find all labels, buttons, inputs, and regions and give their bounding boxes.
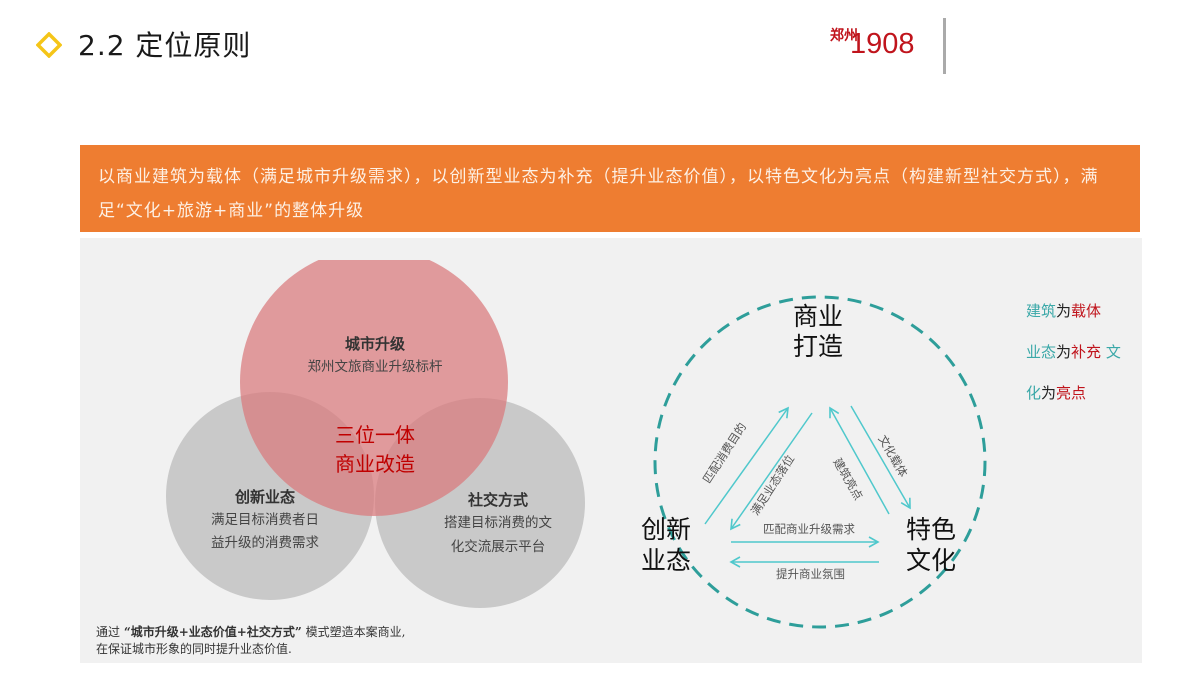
- venn-right-desc-1: 搭建目标消费的文: [444, 515, 552, 531]
- cycle-dashed-ring: [653, 295, 987, 629]
- node-top-line2: 打造: [792, 332, 843, 361]
- side-note-subject: 化: [1026, 384, 1042, 402]
- side-note-connector: 为: [1056, 343, 1072, 361]
- brand-city: 郑州: [830, 28, 858, 44]
- side-note-role: 载体: [1071, 302, 1102, 320]
- side-note-line-1: 建筑为载体: [1026, 291, 1121, 332]
- venn-top-desc: 郑州文旅商业升级标杆: [307, 359, 443, 375]
- side-note-role: 亮点: [1056, 384, 1087, 402]
- venn-center-line2: 商业改造: [335, 452, 415, 476]
- principle-banner: 以商业建筑为载体（满足城市升级需求），以创新型业态为补充（提升业态价值），以特色…: [80, 145, 1140, 232]
- side-note-role: 补充: [1071, 343, 1102, 361]
- header-divider: [943, 18, 946, 74]
- arrow-left-up: [704, 406, 789, 525]
- venn-right-title: 社交方式: [467, 491, 528, 509]
- arrow-right-up: [829, 406, 890, 515]
- node-left-line1: 创新: [640, 515, 691, 544]
- node-top-line1: 商业: [792, 302, 843, 331]
- venn-left-desc-1: 满足目标消费者日: [211, 512, 319, 528]
- diamond-outline-icon: [36, 32, 62, 58]
- side-note-connector: 为: [1041, 384, 1057, 402]
- page-title: 2.2 定位原则: [78, 29, 252, 62]
- venn-circle-top: [240, 260, 508, 516]
- footer-note-line-2: 在保证城市形象的同时提升业态价值.: [96, 642, 292, 656]
- side-note-line-2: 业态为补充 文: [1026, 332, 1121, 373]
- node-left-line2: 业态: [640, 546, 691, 575]
- side-note-line-3: 化为亮点: [1026, 373, 1121, 414]
- side-note-subject: 文: [1101, 343, 1121, 361]
- side-note: 建筑为载体 业态为补充 文 化为亮点: [1026, 291, 1121, 414]
- arrow-left-down: [730, 412, 813, 531]
- venn-left-title: 创新业态: [234, 488, 295, 506]
- cycle-diagram: [653, 295, 987, 629]
- node-right-line2: 文化: [905, 546, 956, 575]
- side-note-subject: 业态: [1026, 343, 1057, 361]
- footer-suffix: 模式塑造本案商业,: [305, 625, 406, 639]
- venn-right-desc-2: 化交流展示平台: [450, 539, 546, 555]
- edge-label-bottom-left: 提升商业氛围: [776, 567, 845, 581]
- side-note-subject: 建筑: [1026, 302, 1057, 320]
- venn-top-title: 城市升级: [344, 335, 405, 353]
- brand-year: 1908: [850, 28, 915, 60]
- node-right-line1: 特色: [905, 515, 956, 544]
- side-note-connector: 为: [1056, 302, 1072, 320]
- venn-center-line1: 三位一体: [335, 423, 415, 447]
- footer-note: 通过 “城市升级+业态价值+社交方式” 模式塑造本案商业, 在保证城市形象的同时…: [96, 624, 405, 658]
- arrow-right-down: [850, 405, 911, 510]
- venn-left-desc-2: 益升级的消费需求: [211, 535, 319, 551]
- footer-prefix: 通过: [96, 625, 121, 639]
- edge-label-bottom-right: 匹配商业升级需求: [763, 522, 855, 536]
- venn-diagram: [166, 260, 585, 608]
- footer-highlight: “城市升级+业态价值+社交方式”: [123, 625, 302, 639]
- footer-note-line-1: 通过 “城市升级+业态价值+社交方式” 模式塑造本案商业,: [96, 624, 405, 641]
